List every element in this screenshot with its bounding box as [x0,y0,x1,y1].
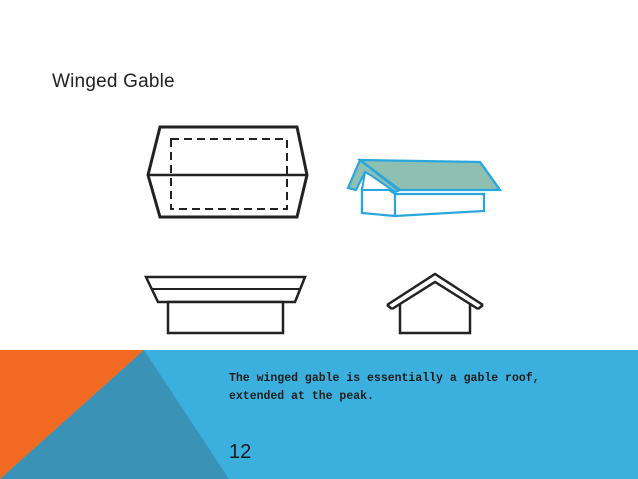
roof-top-view [146,125,309,219]
slide-title: Winged Gable [52,71,175,92]
banner-teal-triangle [0,350,229,479]
caption-line-2: extended at the peak. [229,390,374,403]
banner-orange-triangle [0,350,144,479]
slide-caption: The winged gable is essentially a gable … [229,370,589,406]
page-number: 12 [229,441,252,463]
roof-front-elevation [144,275,307,335]
roof-perspective-view [346,158,503,218]
caption-line-1: The winged gable is essentially a gable … [229,372,540,385]
roof-side-elevation [386,272,484,335]
